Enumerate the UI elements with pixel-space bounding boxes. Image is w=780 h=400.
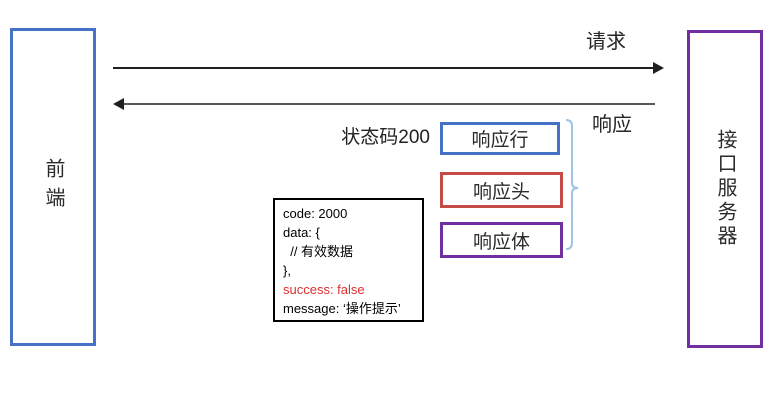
code-line: // 有效数据	[283, 244, 354, 259]
request-arrow-line	[113, 67, 654, 69]
brace-path	[565, 119, 579, 250]
status-code-label: 状态码200	[341, 127, 430, 148]
code-line: message: ‘操作提示’	[283, 301, 401, 316]
server-label: 接口服务器	[714, 129, 736, 249]
code-line: success: false	[283, 282, 365, 297]
request-label: 请求	[586, 31, 626, 53]
response-header-box: 响应头	[440, 172, 563, 208]
response-arrow-line	[122, 103, 655, 105]
brace-icon	[565, 119, 579, 250]
response-json-box: code: 2000 data: { // 有效数据 }, success: f…	[273, 198, 424, 322]
response-body-box: 响应体	[440, 222, 563, 258]
response-arrowhead-left-icon	[113, 98, 124, 110]
request-arrowhead-right-icon	[653, 62, 664, 74]
code-line: data: {	[283, 225, 320, 240]
frontend-box: 前端	[10, 28, 96, 346]
response-body-label: 响应体	[472, 231, 530, 253]
response-label: 响应	[592, 114, 632, 136]
server-box: 接口服务器	[687, 30, 763, 348]
code-line: },	[283, 263, 291, 278]
response-line-label: 响应行	[471, 130, 529, 151]
code-line: code: 2000	[283, 206, 348, 221]
response-line-box: 响应行	[440, 122, 560, 155]
response-header-label: 响应头	[472, 181, 530, 203]
frontend-label: 前端	[42, 158, 64, 216]
